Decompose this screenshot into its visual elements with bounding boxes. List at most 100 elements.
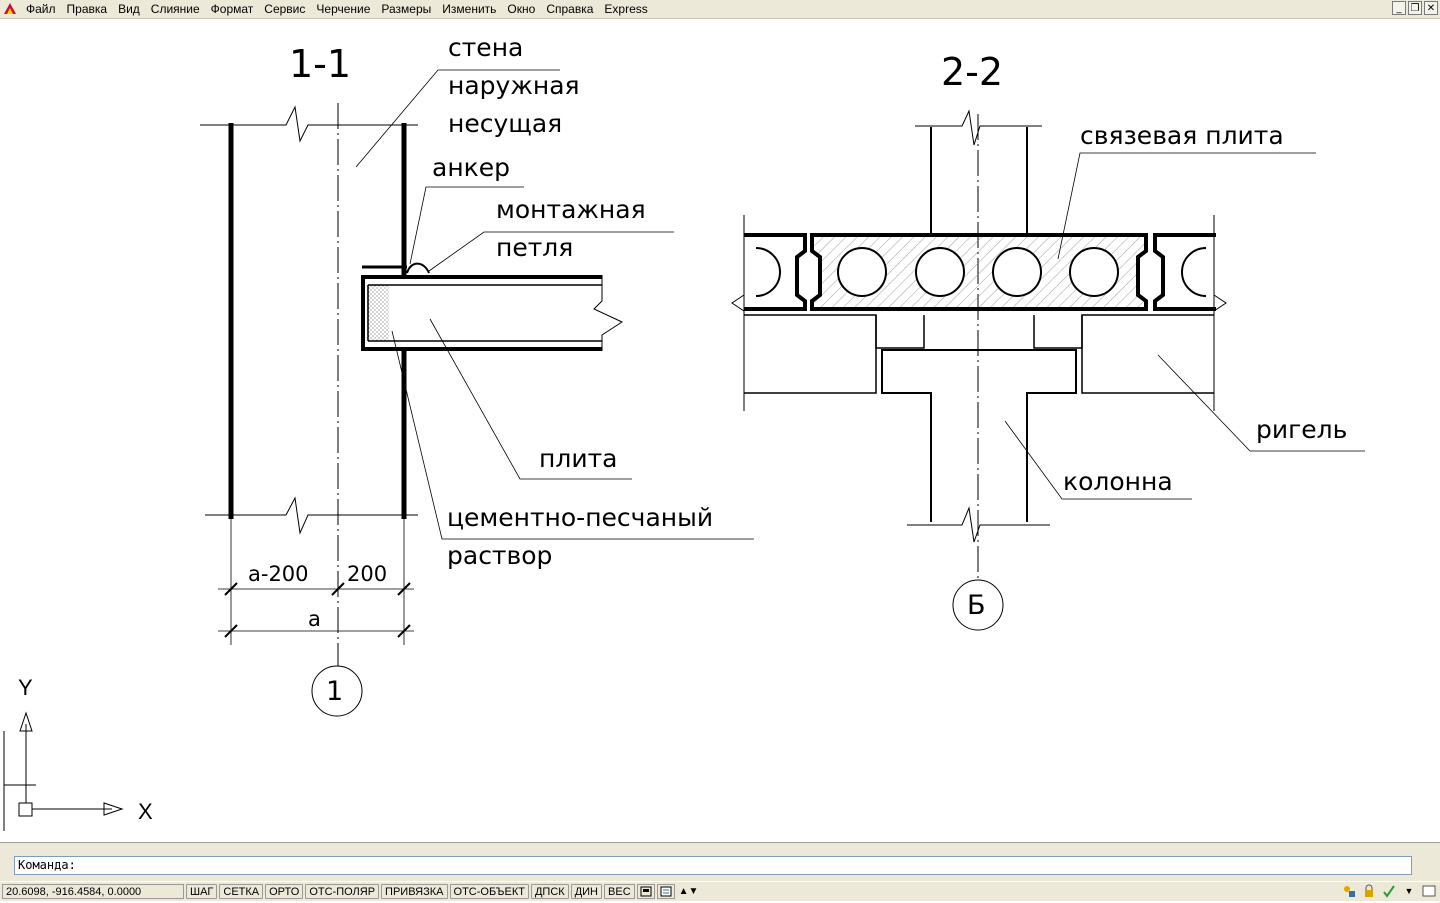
slab-mortar-fill [367, 285, 389, 341]
menu-help[interactable]: Справка [546, 2, 594, 16]
slab-hollow-core [1069, 247, 1119, 297]
slab-break-line [593, 275, 624, 351]
dyn-button[interactable]: ДИН [570, 884, 603, 899]
restore-icon[interactable]: ❐ [1408, 1, 1422, 15]
ducs-button[interactable]: ДПСК [530, 884, 569, 899]
dim-tick [224, 624, 238, 638]
slab-hollow-core [837, 247, 887, 297]
tie-slab-hatch [812, 235, 1146, 309]
label-anchor: анкер [432, 153, 511, 182]
label-loop: петля [496, 233, 574, 262]
leader-anchor [409, 186, 524, 265]
section-title-1-1: 1-1 [289, 42, 352, 86]
label-slab: плита [539, 444, 618, 473]
menu-items: Файл Правка Вид Слияние Формат Сервис Че… [26, 0, 659, 18]
close-icon[interactable]: ✕ [1424, 1, 1438, 15]
menu-view[interactable]: Вид [118, 2, 140, 16]
dim-tick [224, 582, 238, 596]
slab-break-mark-l [731, 294, 745, 312]
break-line-bottom [205, 496, 418, 535]
status-tray: ▼ [1336, 884, 1436, 898]
menu-merge[interactable]: Слияние [150, 2, 200, 16]
beam-left-ledge [875, 315, 925, 349]
command-input[interactable]: Команда: [14, 856, 1412, 875]
beam-right-ledge [1033, 315, 1083, 349]
ucs-y-label: Y [18, 675, 33, 700]
dim-label-total: а [308, 607, 321, 631]
slab-left [744, 233, 807, 311]
coordinate-readout[interactable]: 20.6098, -916.4584, 0.0000 [2, 884, 184, 899]
menu-tools[interactable]: Сервис [264, 2, 306, 16]
command-area: Команда: [0, 842, 1440, 881]
snap-button[interactable]: ШАГ [186, 884, 218, 899]
leader-wall [355, 69, 560, 168]
break-line-top [200, 105, 418, 143]
label-tie-slab: связевая плита [1080, 121, 1284, 150]
menu-dimension[interactable]: Размеры [381, 2, 432, 16]
slab-right [1153, 233, 1216, 311]
otrack-button[interactable]: ОТС-ОБЪЕКТ [449, 884, 529, 899]
drawing-svg [3, 69, 1365, 831]
clean-screen-icon[interactable] [1422, 884, 1436, 898]
leader-column [1004, 420, 1192, 500]
ortho-button[interactable]: ОРТО [265, 884, 304, 899]
column-consoles [881, 349, 1077, 522]
status-buttons: ШАГ СЕТКА ОРТО ОТС-ПОЛЯР ПРИВЯЗКА ОТС-ОБ… [186, 884, 698, 899]
slab-hollow-core-partial [755, 247, 781, 297]
model-space-icon[interactable] [636, 884, 655, 899]
axis-label-b: Б [967, 590, 986, 621]
drawing-canvas[interactable]: 1-1 стена наружная несущая анкер монтажн… [0, 19, 1440, 840]
section-title-2-2: 2-2 [941, 50, 1004, 94]
menu-window[interactable]: Окно [507, 2, 536, 16]
dim-label-right: 200 [347, 562, 388, 586]
menu-file[interactable]: Файл [26, 2, 56, 16]
lineweight-button[interactable]: ВЕС [604, 884, 635, 899]
label-wall: стена [448, 33, 524, 62]
dim-label-left: а-200 [248, 562, 309, 586]
status-bar: 20.6098, -916.4584, 0.0000 ШАГ СЕТКА ОРТ… [0, 881, 1440, 901]
beam-left [744, 314, 877, 394]
label-beam: ригель [1256, 415, 1348, 444]
menu-bar: Файл Правка Вид Слияние Формат Сервис Че… [0, 0, 1440, 19]
section-2-2 [731, 109, 1365, 631]
tie-slab [810, 233, 1148, 311]
scroll-arrow-icon[interactable]: ▲▼ [678, 886, 699, 897]
axis-bubble-b [952, 579, 1004, 631]
menu-express[interactable]: Express [604, 2, 648, 16]
axis-bubble-1 [311, 665, 363, 717]
grid-button[interactable]: СЕТКА [219, 884, 264, 899]
mounting-loop [406, 262, 430, 274]
menu-modify[interactable]: Изменить [442, 2, 497, 16]
polar-button[interactable]: ОТС-ПОЛЯР [305, 884, 380, 899]
menu-edit[interactable]: Правка [66, 2, 108, 16]
trust-icon[interactable] [1382, 884, 1396, 898]
ucs-x-label: X [138, 799, 153, 824]
leader-mortar [391, 330, 754, 540]
ucs-icon [3, 711, 124, 831]
label-wall-outer: наружная [448, 71, 580, 100]
section-1-1 [200, 69, 754, 717]
chevron-down-icon[interactable]: ▼ [1404, 886, 1414, 896]
communication-icon[interactable] [1342, 884, 1356, 898]
dim-tick [397, 624, 411, 638]
slab-break-mark-r [1213, 294, 1227, 312]
slab-hollow-core [992, 247, 1042, 297]
menu-format[interactable]: Формат [210, 2, 254, 16]
window-controls: _ ❐ ✕ [1390, 1, 1438, 15]
leader-slab [429, 318, 632, 480]
autocad-app-icon[interactable] [3, 2, 17, 15]
leader-beam [1157, 354, 1365, 452]
menu-draw[interactable]: Черчение [316, 2, 371, 16]
label-mortar-2: раствор [447, 541, 553, 570]
minimize-icon[interactable]: _ [1392, 1, 1406, 15]
dim-tick [397, 582, 411, 596]
label-wall-bearing: несущая [448, 109, 563, 138]
slab-hollow-core-partial [1181, 247, 1207, 297]
axis-label-1: 1 [326, 676, 344, 707]
lock-icon[interactable] [1362, 884, 1376, 898]
layout-icon[interactable] [656, 884, 675, 899]
slab-hollow-core [915, 247, 965, 297]
osnap-button[interactable]: ПРИВЯЗКА [381, 884, 448, 899]
beam-right [1081, 314, 1214, 394]
leader-tie-slab [1057, 152, 1316, 260]
